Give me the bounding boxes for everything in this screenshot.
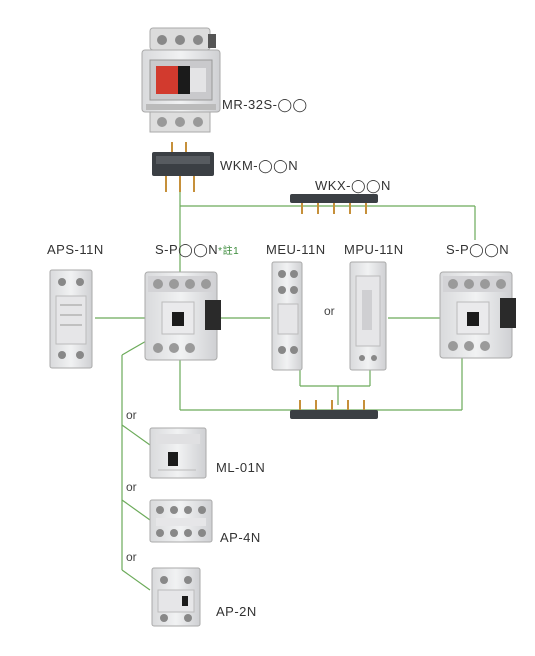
ap2n-label: AP-2N bbox=[216, 604, 257, 619]
or-label-3: or bbox=[126, 480, 137, 494]
ml01n-module-image bbox=[149, 427, 207, 479]
meu11n-unit-image bbox=[271, 261, 303, 371]
mpu11n-unit-image bbox=[349, 261, 387, 371]
ml01n-label: ML-01N bbox=[216, 460, 266, 475]
wkm-connector-image bbox=[152, 142, 214, 192]
ap4n-label: AP-4N bbox=[220, 530, 261, 545]
connection-lines bbox=[95, 190, 476, 591]
sp-contactor-right-image bbox=[439, 271, 516, 359]
wkm-label: WKM-◯◯N bbox=[220, 158, 299, 173]
sp-left-note: *註1 bbox=[218, 246, 240, 257]
mr32s-label: MR-32S-◯◯ bbox=[222, 97, 308, 112]
ap4n-auxiliary-image bbox=[149, 499, 213, 543]
ap2n-auxiliary-image bbox=[151, 567, 201, 627]
sp-right-label: S-P◯◯N bbox=[446, 242, 510, 257]
meu11n-label: MEU-11N bbox=[266, 242, 326, 257]
sp-left-label: S-P◯◯N*註1 bbox=[155, 242, 239, 258]
or-label-4: or bbox=[126, 550, 137, 564]
aps11n-auxiliary-image bbox=[49, 269, 93, 369]
wkx-label: WKX-◯◯N bbox=[315, 178, 391, 193]
or-label-2: or bbox=[126, 408, 137, 422]
wkx-bar-bottom-image bbox=[290, 400, 378, 419]
wkx-bar-top-image bbox=[290, 194, 378, 214]
mr32s-motor-breaker-image bbox=[141, 27, 221, 133]
mpu11n-label: MPU-11N bbox=[344, 242, 404, 257]
or-label-1: or bbox=[324, 304, 335, 318]
sp-left-label-text: S-P◯◯N bbox=[155, 242, 219, 257]
aps11n-label: APS-11N bbox=[47, 242, 104, 257]
sp-contactor-left-image bbox=[144, 271, 221, 361]
